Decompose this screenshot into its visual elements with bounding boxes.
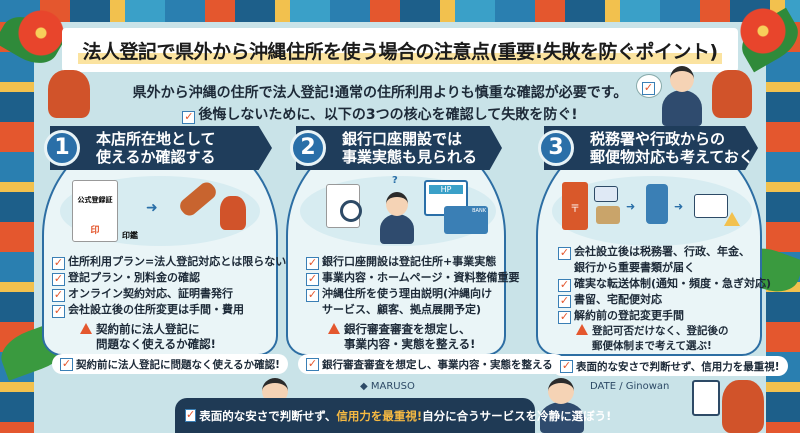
section-3-warning: 登記可否だけなく、登記後の郵便体制まで考えて選ぶ!: [576, 324, 729, 354]
parcel-icon: [596, 206, 620, 224]
businessman-illustration: [380, 214, 414, 244]
checklist-item: ✓確実な転送体制(通知・頻度・急ぎ対応): [558, 276, 772, 292]
page-title: 法人登記で県外から沖縄住所を使う場合の注意点(重要!失敗を防ぐポイント): [78, 36, 722, 64]
arrow-right-icon: ➜: [626, 200, 636, 213]
checkbox-icon: ✓: [558, 246, 571, 260]
section-3-heading-line1: 税務署や行政からの: [590, 130, 726, 148]
shisa-icon: [220, 196, 246, 230]
checkbox-icon: ✓: [52, 272, 65, 286]
bank-card-icon: BANK: [444, 206, 488, 234]
shisa-icon: [48, 70, 90, 118]
smartphone-notification-icon: [646, 184, 668, 224]
checklist-item: ✓事業内容・ホームページ・資料整備重要: [306, 271, 520, 286]
checkbox-icon: ✓: [306, 356, 319, 371]
checklist-item: 銀行から重要書類が届く: [574, 261, 695, 274]
section-2-checklist: ✓銀行口座開設は登記住所+事業実態 ✓事業内容・ホームページ・資料整備重要 ✓沖…: [306, 254, 519, 318]
checkbox-speech-bubble-icon: ✓: [636, 74, 662, 98]
businessman-head: [670, 66, 694, 92]
checklist-item: ✓沖縄住所を使う理由説明(沖縄向け: [306, 287, 493, 302]
checklist-item: ✓住所利用プラン=法人登記対応とは限らない: [52, 255, 287, 270]
checkbox-icon: ✓: [558, 293, 571, 308]
decorative-pattern-top: [0, 0, 800, 22]
section-3-heading: 税務署や行政からの郵便物対応も考えておく: [544, 126, 758, 170]
section-1-warning: 契約前に法人登記に問題なく使えるか確認!: [80, 322, 216, 352]
man-head: [548, 378, 574, 404]
section-2-warning: 銀行審査審査を想定し、事業内容・実態を整える!: [328, 322, 475, 352]
title-banner: 法人登記で県外から沖縄住所を使う場合の注意点(重要!失敗を防ぐポイント): [62, 28, 738, 72]
checkbox-icon: ✓: [306, 256, 319, 270]
checkbox-icon: ✓: [52, 304, 65, 318]
checklist-item: ✓会社設立後は税務署、行政、年金、: [558, 245, 750, 260]
intro-line-1: 県外から沖縄の住所で法人登記!通常の住所利用よりも慎重な確認が必要です。: [132, 85, 628, 101]
arrow-right-icon: ➜: [674, 200, 684, 213]
businessman-head: [386, 192, 408, 216]
warning-icon: [576, 324, 588, 335]
section-1-heading-line1: 本店所在地として: [96, 130, 216, 148]
man-with-document-illustration: [540, 402, 584, 433]
warning-icon: [724, 212, 740, 226]
checkbox-icon: ✓: [185, 408, 197, 422]
checkbox-icon: ✓: [306, 288, 319, 302]
checkbox-icon: ✓: [558, 309, 571, 324]
checklist-item: ✓オンライン契約対応、証明書発行: [52, 287, 233, 302]
businessman-illustration: [662, 90, 702, 126]
section-3-number: 3: [538, 130, 574, 166]
section-1-check-pill: ✓契約前に法人登記に問題なく使えるか確認!: [52, 354, 288, 374]
checkbox-icon: ✓: [60, 356, 73, 371]
checklist-item: ✓銀行口座開設は登記住所+事業実態: [306, 255, 497, 270]
bottom-banner: ✓ 表面的な安さで判断せず、信用力を最重視! 自分に合うサービスを冷静に選ぼう!: [175, 398, 611, 433]
question-mark-icon: ?: [392, 175, 398, 186]
section-2-heading-line1: 銀行口座開設では: [342, 130, 463, 148]
shisa-icon: [712, 70, 752, 118]
postbox-icon: 〒: [562, 182, 588, 230]
mail-envelope-icon: [694, 194, 728, 218]
section-3-checklist: ✓会社設立後は税務署、行政、年金、 銀行から重要書類が届く ✓確実な転送体制(通…: [558, 244, 771, 324]
registration-certificate-icon: 公式登録証印: [72, 180, 118, 242]
checklist-item: ✓登記プラン・別料金の確認: [52, 271, 200, 286]
section-1-number: 1: [44, 130, 80, 166]
envelope-icon: [594, 186, 618, 202]
intro-line-2-text: 後悔しないために、以下の3つの核心を確認して失敗を防ぐ!: [198, 107, 578, 123]
section-2-number: 2: [290, 130, 326, 166]
section-1-heading-line2: 使えるか確認する: [96, 148, 216, 166]
magnifier-icon: [340, 200, 362, 222]
checklist-item: ✓解約前の登記変更手間: [558, 308, 684, 324]
checkbox-icon: ✓: [306, 272, 319, 286]
checkbox-icon: ✓: [52, 288, 65, 302]
arrow-right-icon: ➜: [146, 200, 158, 216]
maruso-logo: ◆ MARUSO: [360, 381, 415, 392]
checkbox-icon: ✓: [182, 110, 196, 124]
warning-icon: [328, 323, 340, 334]
section-3-heading-line2: 郵便物対応も考えておく: [590, 148, 754, 166]
checklist-item: ✓会社設立後の住所変更は手間・費用: [52, 303, 244, 318]
checkbox-icon: ✓: [560, 358, 573, 373]
checklist-item: サービス、顧客、拠点展開予定): [322, 303, 482, 316]
intro-line-2: ✓後悔しないために、以下の3つの核心を確認して失敗を防ぐ!: [100, 104, 660, 124]
section-2-check-pill: ✓銀行審査審査を想定し、事業内容・実態を整える!: [298, 354, 566, 374]
checklist-item: ✓書留、宅配便対応: [558, 292, 662, 308]
checkbox-icon: ✓: [52, 256, 65, 270]
section-2-heading: 銀行口座開設では事業実態も見られる: [296, 126, 502, 170]
clipboard-check-icon: [692, 380, 720, 416]
seal-caption: 印鑑: [122, 231, 138, 240]
section-3-check-pill: ✓表面的な安さで判断せず、信用力を最重視!: [552, 356, 788, 376]
date-place: DATE / Ginowan: [590, 381, 670, 392]
shisa-icon: [722, 380, 764, 433]
checkbox-icon: ✓: [558, 277, 571, 292]
section-1-heading: 本店所在地として使えるか確認する: [50, 126, 272, 170]
section-2-heading-line2: 事業実態も見られる: [342, 148, 478, 166]
hibiscus-icon: [18, 10, 64, 56]
section-1-checklist: ✓住所利用プラン=法人登記対応とは限らない ✓登記プラン・別料金の確認 ✓オンラ…: [52, 254, 286, 318]
warning-icon: [80, 323, 92, 334]
hibiscus-icon: [740, 8, 786, 54]
